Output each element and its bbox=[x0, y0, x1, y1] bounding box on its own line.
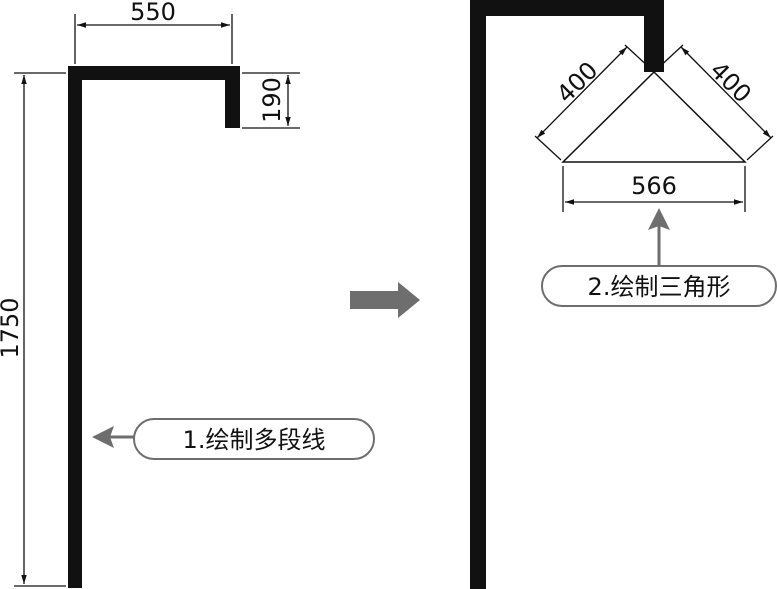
dimension-side-left bbox=[534, 44, 653, 161]
callout-2: 2.绘制三角形 bbox=[541, 208, 777, 307]
dimension-width-label: 550 bbox=[130, 0, 176, 26]
dimension-hook-label: 190 bbox=[258, 77, 286, 123]
dimension-side-right bbox=[655, 44, 774, 161]
polyline-shape bbox=[68, 66, 240, 588]
dimension-base-label: 566 bbox=[631, 172, 677, 200]
dimension-base bbox=[562, 166, 746, 212]
left-figure: 550 1750 190 1.绘制多段线 bbox=[0, 0, 375, 588]
dimension-height-label: 1750 bbox=[0, 297, 24, 358]
callout-1-label: 1.绘制多段线 bbox=[183, 426, 326, 454]
dimension-side-right-label: 400 bbox=[705, 56, 757, 108]
transition-arrow-icon bbox=[350, 282, 420, 318]
dimension-height bbox=[14, 72, 66, 587]
callout-1: 1.绘制多段线 bbox=[92, 418, 375, 460]
polyline-shape-right bbox=[470, 0, 664, 589]
callout-2-label: 2.绘制三角形 bbox=[588, 273, 731, 301]
dimension-side-left-label: 400 bbox=[551, 56, 603, 108]
right-figure: 400 400 566 2.绘制三角形 bbox=[470, 0, 777, 589]
dimension-hook bbox=[242, 72, 300, 129]
dimension-width bbox=[74, 14, 233, 64]
